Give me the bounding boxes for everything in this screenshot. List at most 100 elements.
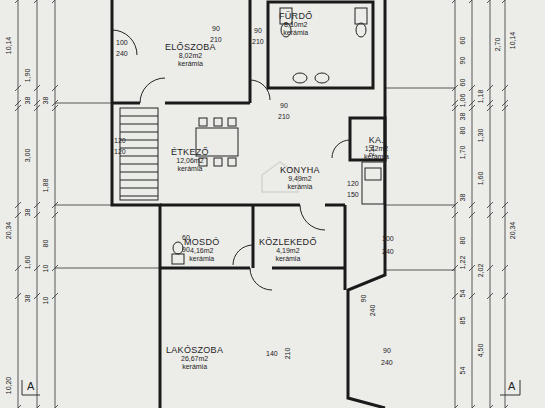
- dimension-text: 100: [116, 39, 128, 46]
- dimension-tick: [487, 212, 493, 218]
- dimension-text: 85: [459, 317, 466, 325]
- room-info: kerámia: [165, 60, 216, 68]
- room-label: KONYHA9,49m2kerámia: [280, 165, 320, 191]
- dimension-tick: [52, 0, 58, 3]
- dimension-text: 100: [382, 235, 394, 242]
- stair-step: [120, 156, 158, 157]
- dimension-text: 90: [459, 57, 466, 65]
- dimension-tick: [34, 265, 40, 271]
- dimension-text: 150: [347, 191, 359, 198]
- dimension-tick: [502, 85, 508, 91]
- stair-step: [120, 116, 158, 117]
- dimension-text: 210: [278, 113, 290, 120]
- dimension-text: 210: [284, 348, 291, 360]
- dimension-tick: [502, 265, 508, 271]
- dimension-text: 240: [382, 248, 394, 255]
- dimension-text: 90: [212, 25, 220, 32]
- dimension-tick: [34, 0, 40, 3]
- room-info: 26,67m2: [166, 355, 223, 363]
- room-info: kerámia: [259, 255, 317, 263]
- dimension-tick: [15, 202, 21, 208]
- dimension-tick: [34, 405, 40, 408]
- room-name: KONYHA: [280, 165, 320, 175]
- stair-step: [120, 132, 158, 133]
- room-info: kerámia: [280, 183, 320, 191]
- dimension-text: 4,50: [477, 344, 484, 358]
- dimension-tick: [15, 0, 21, 3]
- room-info: 4,19m2: [259, 247, 317, 255]
- room-name: KA.: [364, 135, 389, 145]
- dimension-tick: [452, 405, 458, 408]
- dimension-text: 240: [369, 305, 376, 317]
- dimension-tick: [34, 202, 40, 208]
- dimension-text: 80: [459, 237, 466, 245]
- dimension-text: 60: [459, 37, 466, 45]
- dimension-text: 1,90: [24, 69, 31, 83]
- dimension-tick: [452, 0, 458, 3]
- room-info: kerámia: [166, 363, 223, 371]
- room-name: LAKÓSZOBA: [166, 345, 223, 355]
- stair-step: [120, 164, 158, 165]
- section-marker: A: [27, 381, 34, 392]
- dimension-tick: [15, 405, 21, 408]
- dimension-text: 54: [459, 367, 466, 375]
- dimension-text: 38: [459, 113, 466, 121]
- dimension-text: 1,22: [459, 256, 466, 270]
- dimension-tick: [469, 0, 475, 3]
- dimension-tick: [452, 105, 458, 111]
- dimension-tick: [502, 0, 508, 3]
- dimension-text: 38: [24, 97, 31, 105]
- dimension-tick: [487, 202, 493, 208]
- dimension-text: 20,34: [509, 222, 516, 240]
- dimension-tick: [52, 105, 58, 111]
- dimension-tick: [52, 405, 58, 408]
- dimension-tick: [502, 100, 508, 106]
- stair-step: [120, 188, 158, 189]
- room-label: LAKÓSZOBA26,67m2kerámia: [166, 345, 223, 371]
- dimension-text: 80: [42, 240, 49, 248]
- dimension-tick: [15, 105, 21, 111]
- dimension-text: 1,60: [24, 256, 31, 270]
- room-name: ELŐSZOBA: [165, 42, 216, 52]
- dimension-tick: [502, 293, 508, 299]
- dimension-text: 38: [24, 209, 31, 217]
- dimension-tick: [487, 105, 493, 111]
- stair-step: [120, 140, 158, 141]
- dimension-tick: [452, 293, 458, 299]
- room-info: 1,42m2: [364, 145, 389, 153]
- dimension-text: 240: [381, 359, 393, 366]
- room-label: ELŐSZOBA8,02m2kerámia: [165, 42, 216, 68]
- dimension-tick: [469, 100, 475, 106]
- dimension-tick: [52, 212, 58, 218]
- dimension-tick: [487, 0, 493, 3]
- dimension-text: 38: [42, 97, 49, 105]
- stair-step: [120, 148, 158, 149]
- dimension-tick: [15, 212, 21, 218]
- dimension-text: 210: [210, 36, 222, 43]
- stair-step: [120, 196, 158, 197]
- room-info: kerámia: [279, 29, 313, 37]
- dimension-text: 120: [114, 148, 126, 155]
- dimension-text: 90: [383, 347, 391, 354]
- dimension-text: 2,02: [477, 264, 484, 278]
- dimension-text: 90: [254, 27, 262, 34]
- stair-step: [120, 180, 158, 181]
- dimension-text: 38: [459, 194, 466, 202]
- dimension-tick: [469, 405, 475, 408]
- room-label: FÜRDŐ8,10m2kerámia: [279, 11, 313, 37]
- dimension-tick: [469, 85, 475, 91]
- dimension-tick: [469, 212, 475, 218]
- dimension-text: 90: [182, 246, 190, 253]
- dimension-text: 1,70: [459, 146, 466, 160]
- dimension-text: 60: [182, 234, 190, 241]
- dimension-tick: [502, 202, 508, 208]
- dimension-tick: [502, 105, 508, 111]
- dimension-text: 240: [116, 50, 128, 57]
- dimension-text: 60: [459, 79, 466, 87]
- dimension-text: 80: [459, 127, 466, 135]
- dimension-text: 54: [459, 290, 466, 298]
- room-label: KA.1,42m2kerámia: [364, 135, 389, 161]
- dimension-text: 1,88: [42, 179, 49, 193]
- dimension-tick: [452, 212, 458, 218]
- room-info: kerámia: [184, 255, 220, 263]
